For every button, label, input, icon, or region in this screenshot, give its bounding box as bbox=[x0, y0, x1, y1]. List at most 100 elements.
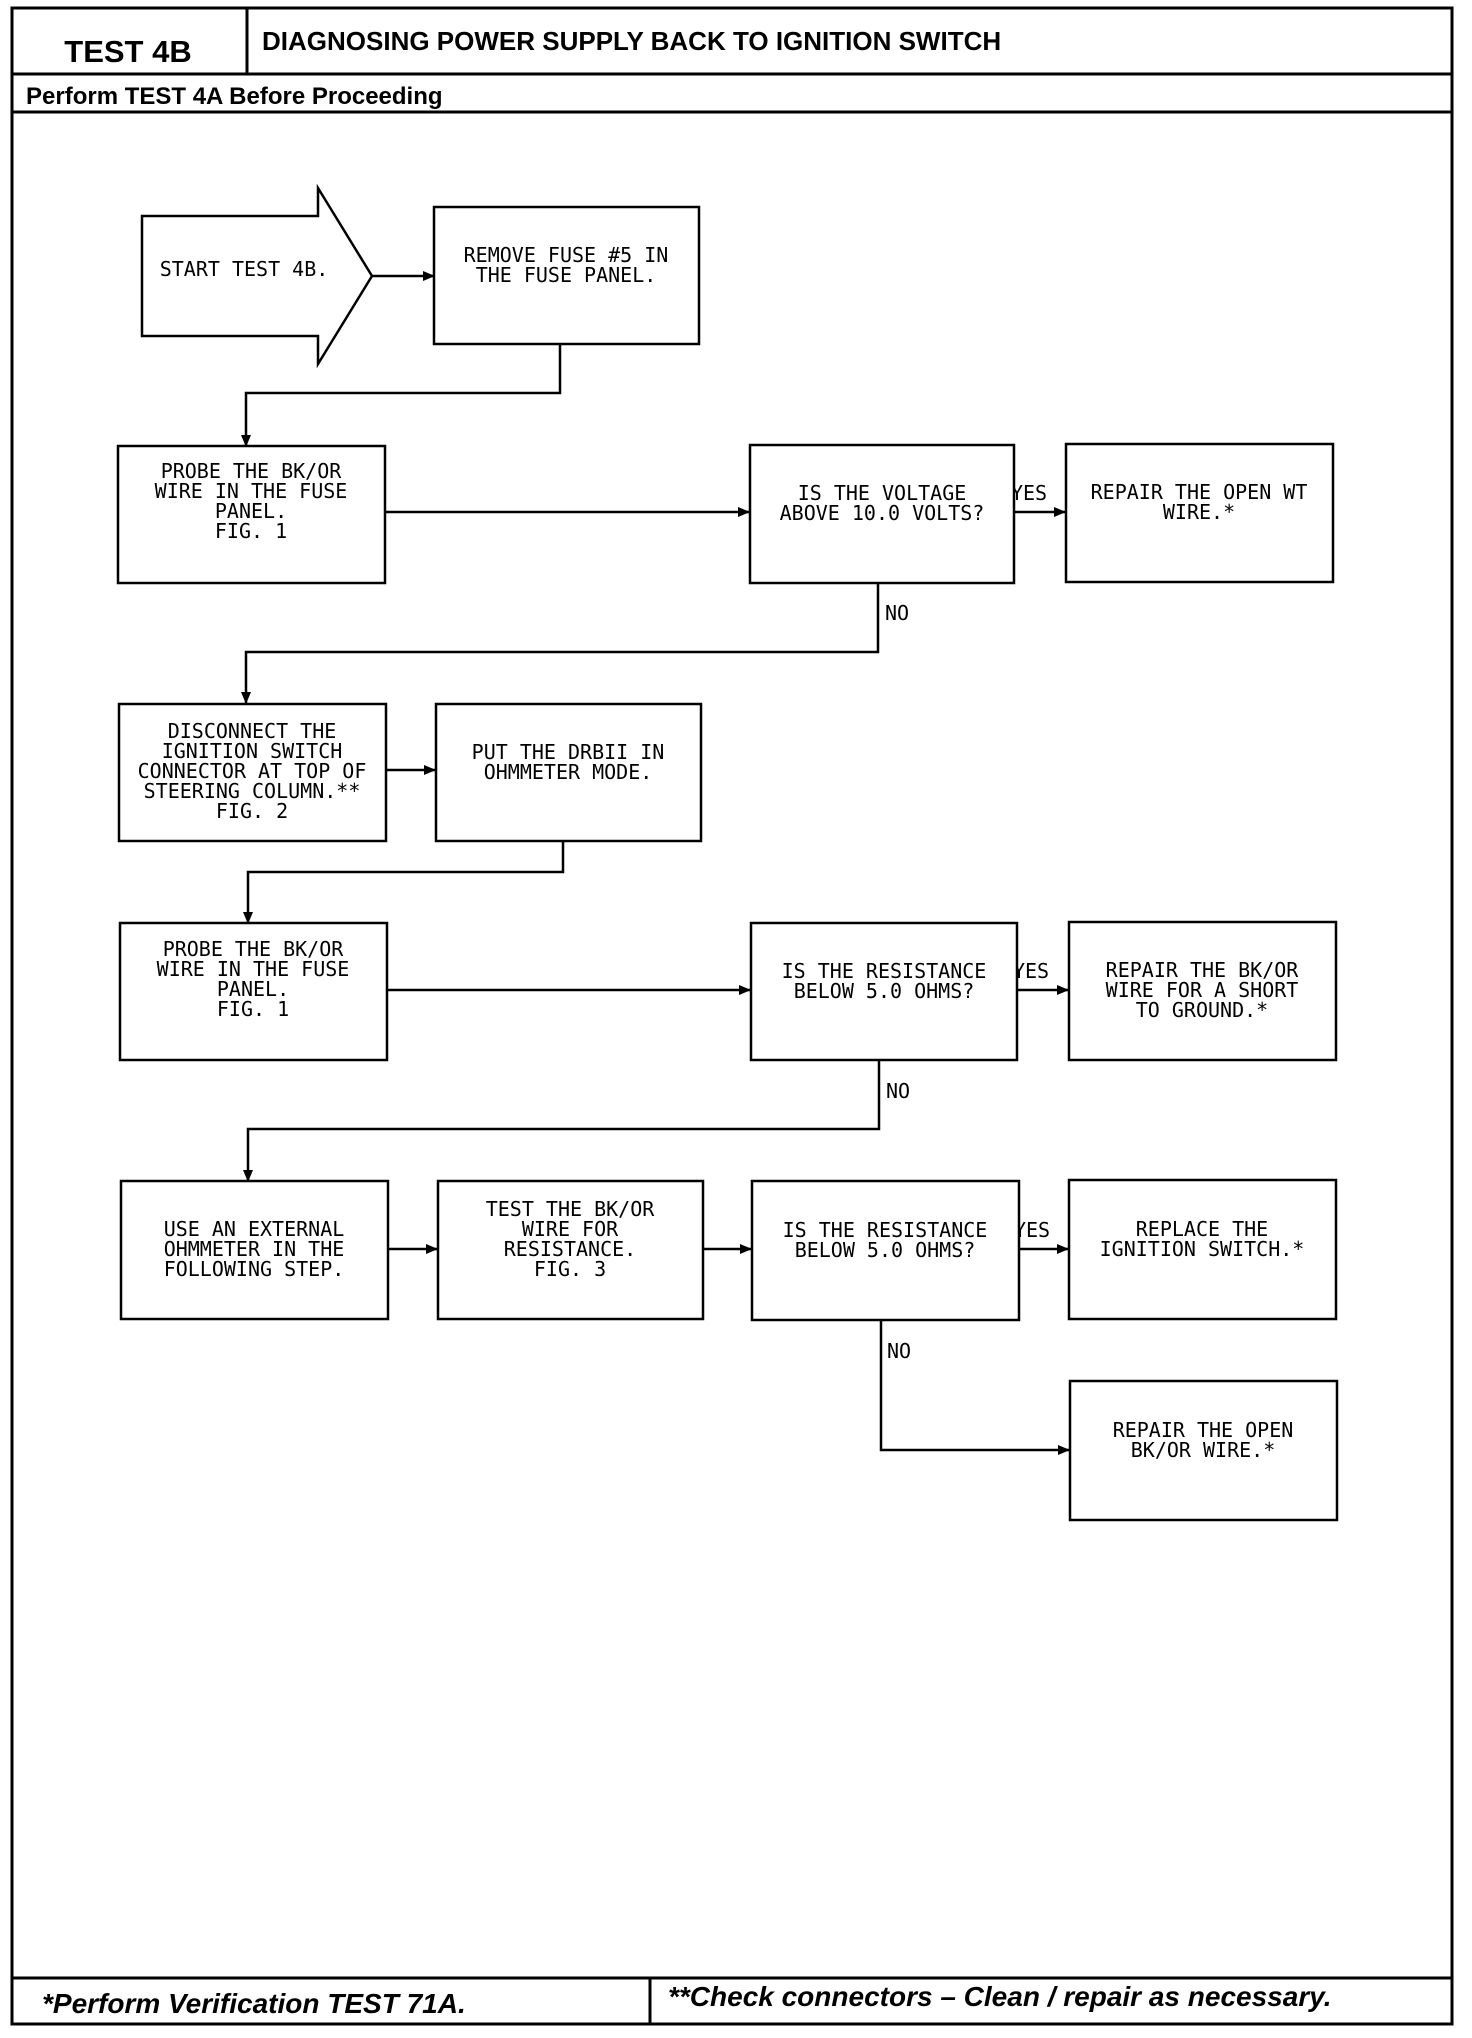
arrow-drbii-to-probe2 bbox=[243, 841, 565, 924]
node-text-line: TO GROUND.* bbox=[1136, 998, 1268, 1022]
node-text-line: FIG. 2 bbox=[216, 799, 288, 823]
node-text-line: ABOVE 10.0 VOLTS? bbox=[780, 501, 985, 525]
node-text-line: FIG. 1 bbox=[215, 519, 287, 543]
node-repair-wt-box bbox=[1064, 442, 1335, 584]
node-probe-2-box bbox=[118, 921, 389, 1062]
page-frame bbox=[10, 6, 1454, 2026]
node-text-line: REMOVE FUSE #5 IN bbox=[464, 243, 669, 267]
node-repair-short-box bbox=[1067, 920, 1338, 1062]
node-text-line: BK/OR WIRE.* bbox=[1131, 1438, 1276, 1462]
node-replace-switch-box bbox=[1067, 1178, 1338, 1321]
connectors bbox=[241, 271, 1070, 1455]
node-text-line: STEERING COLUMN.** bbox=[144, 779, 361, 803]
node-text-line: REPAIR THE OPEN bbox=[1113, 1418, 1294, 1442]
node-text-line: BELOW 5.0 OHMS? bbox=[794, 979, 975, 1003]
label-yes-resistance-1: YES bbox=[1013, 959, 1049, 983]
footer-note-connectors: **Check connectors – Clean / repair as n… bbox=[668, 1981, 1332, 2012]
node-start: START TEST 4B. bbox=[140, 183, 374, 369]
node-text-line: PUT THE DRBII IN bbox=[472, 740, 665, 764]
test-id: TEST 4B bbox=[64, 34, 191, 69]
node-text-line: IGNITION SWITCH bbox=[162, 739, 343, 763]
node-remove-fuse-box bbox=[432, 205, 701, 346]
node-probe-1-box bbox=[116, 444, 387, 585]
node-question-resistance-2-box bbox=[750, 1179, 1021, 1322]
node-external-ohmmeter-box bbox=[119, 1179, 390, 1321]
node-text-line: FIG. 3 bbox=[534, 1257, 606, 1281]
node-text-line: IS THE RESISTANCE bbox=[783, 1218, 988, 1242]
arrow-remove-to-probe1 bbox=[241, 344, 562, 447]
node-text-line: THE FUSE PANEL. bbox=[476, 263, 657, 287]
node-text-line: REPAIR THE BK/OR bbox=[1106, 958, 1300, 982]
arrow-res1-no bbox=[243, 1060, 881, 1182]
node-text-line: CONNECTOR AT TOP OF bbox=[138, 759, 367, 783]
node-text-line: TEST THE BK/OR bbox=[486, 1197, 656, 1221]
node-text-line: WIRE IN THE FUSE bbox=[157, 957, 350, 981]
node-text-line: REPAIR THE OPEN WT bbox=[1091, 480, 1308, 504]
start-arrow-shape bbox=[140, 183, 374, 369]
node-text-line: WIRE.* bbox=[1163, 500, 1235, 524]
node-start-text: START TEST 4B. bbox=[160, 257, 329, 281]
label-no-resistance-1: NO bbox=[886, 1079, 910, 1103]
node-text-line: OHMMETER MODE. bbox=[484, 760, 653, 784]
node-text-line: WIRE IN THE FUSE bbox=[155, 479, 348, 503]
node-drbii-box bbox=[434, 702, 703, 843]
node-repair-open-bkor-box bbox=[1068, 1379, 1339, 1522]
label-no-resistance-2: NO bbox=[887, 1339, 911, 1363]
node-test-bkor-box bbox=[436, 1179, 705, 1321]
node-text-line: PANEL. bbox=[215, 499, 287, 523]
node-question-voltage-box bbox=[748, 443, 1016, 585]
node-text-line: WIRE FOR A SHORT bbox=[1106, 978, 1299, 1002]
node-question-resistance-1-box bbox=[749, 921, 1019, 1062]
arrow-res2-no bbox=[879, 1320, 1070, 1455]
page-subtitle: Perform TEST 4A Before Proceeding bbox=[26, 83, 443, 110]
node-text-line: IS THE VOLTAGE bbox=[798, 481, 967, 505]
node-text-line: IS THE RESISTANCE bbox=[782, 959, 987, 983]
page-title: DIAGNOSING POWER SUPPLY BACK TO IGNITION… bbox=[262, 26, 1001, 56]
arrow-voltage-no bbox=[241, 582, 880, 704]
node-text-line: REPLACE THE bbox=[1136, 1217, 1268, 1241]
node-text-line: FOLLOWING STEP. bbox=[164, 1257, 345, 1281]
node-text-line: BELOW 5.0 OHMS? bbox=[795, 1238, 976, 1262]
node-text-line: PROBE THE BK/OR bbox=[161, 459, 343, 483]
node-text-line: FIG. 1 bbox=[217, 997, 289, 1021]
node-text-line: DISCONNECT THE bbox=[168, 719, 337, 743]
node-text-line: RESISTANCE. bbox=[504, 1237, 636, 1261]
node-text-line: OHMMETER IN THE bbox=[164, 1237, 345, 1261]
node-text-line: PANEL. bbox=[217, 977, 289, 1001]
footer-note-verification: *Perform Verification TEST 71A. bbox=[42, 1988, 466, 2019]
node-disconnect-box bbox=[117, 702, 388, 843]
label-no-voltage: NO bbox=[885, 601, 909, 625]
node-text-line: USE AN EXTERNAL bbox=[164, 1217, 345, 1241]
node-text-line: WIRE FOR bbox=[522, 1217, 619, 1241]
node-text-line: START TEST 4B. bbox=[160, 257, 329, 281]
label-yes-voltage: YES bbox=[1011, 481, 1047, 505]
